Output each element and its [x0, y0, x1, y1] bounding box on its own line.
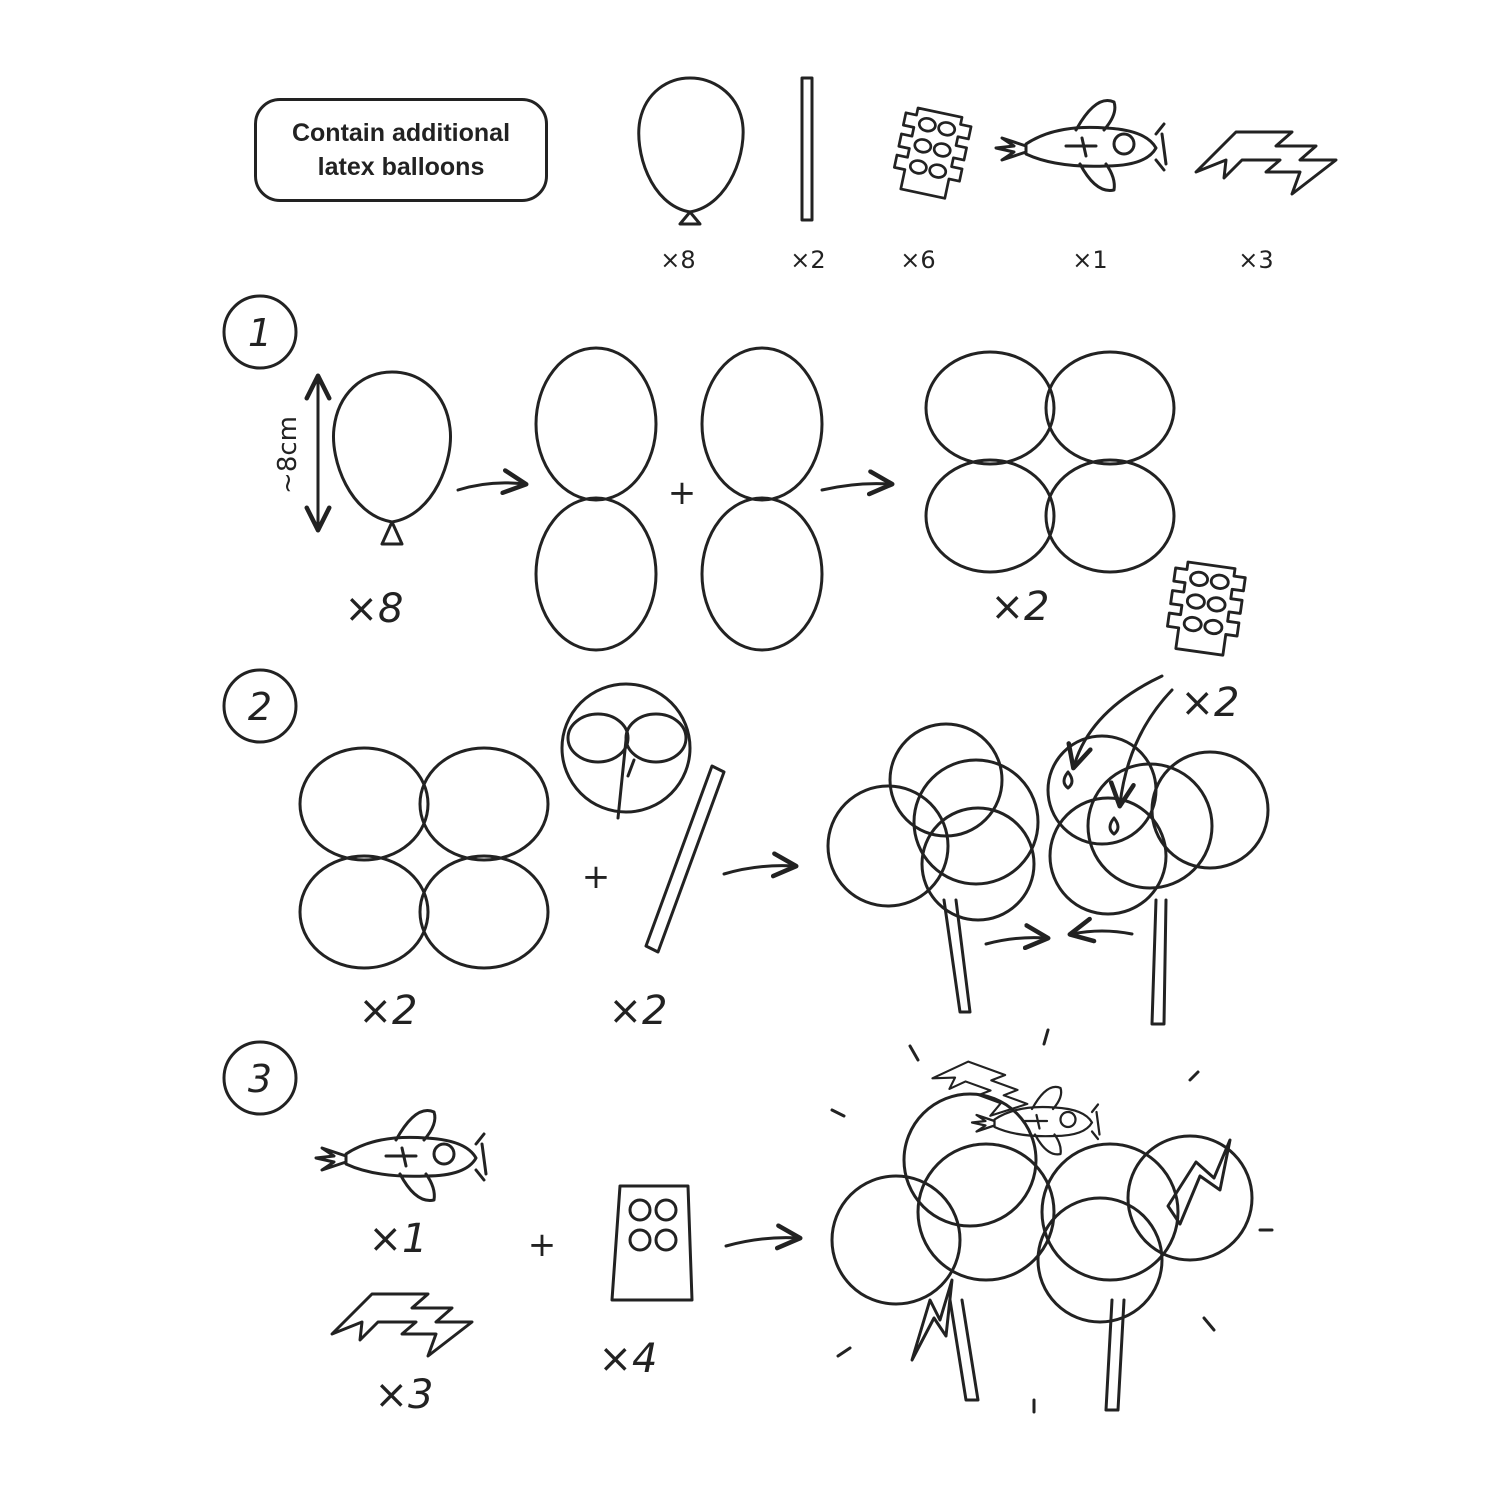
- additional-balloons-note: Contain additional latex balloons: [254, 98, 548, 202]
- lightning-icon: [330, 1292, 474, 1358]
- step-3-glue-qty: ×4: [599, 1336, 658, 1382]
- balloon-pair-bottom: [534, 496, 658, 652]
- step-2-number: 2: [248, 685, 272, 729]
- arrow: [1108, 688, 1174, 809]
- part-stick: ×2: [790, 76, 826, 274]
- glue-dots-icon: [888, 104, 974, 202]
- step-3-number: 3: [248, 1057, 272, 1101]
- step-3-lightning-qty: ×3: [375, 1372, 434, 1418]
- part-stick-qty: ×2: [790, 246, 825, 274]
- balloon-pair-top: [700, 346, 824, 502]
- arrow: [724, 1223, 803, 1251]
- balloon-icon: [332, 370, 452, 546]
- glue-dots-icon: [610, 1184, 694, 1302]
- balloon-cluster-right: [1046, 734, 1270, 1026]
- airplane-icon: [314, 1109, 488, 1202]
- arrow: [984, 923, 1051, 951]
- step-2-badge: [222, 668, 298, 744]
- plus-sign: +: [528, 1225, 557, 1265]
- plus-sign: +: [582, 857, 611, 897]
- balloon-clover: [924, 350, 1176, 574]
- part-glue-dots: ×6: [888, 104, 974, 274]
- step-3-badge: [222, 1040, 298, 1116]
- size-label: ~8cm: [273, 416, 303, 494]
- part-lightning: ×3: [1194, 130, 1338, 274]
- step-2-sticks-qty: ×2: [609, 988, 668, 1034]
- step-3-airplane-qty: ×1: [369, 1216, 428, 1262]
- part-balloon-qty: ×8: [660, 246, 695, 274]
- step-2: 2 ×2 + ×2: [222, 558, 1270, 1034]
- step-1-balloons-qty: ×8: [345, 586, 404, 632]
- balloon-pair-bottom: [700, 496, 824, 652]
- arrow: [1067, 916, 1134, 944]
- step-1-number: 1: [248, 311, 272, 355]
- detail-zoom-circle: [560, 682, 692, 820]
- airplane-icon: [994, 99, 1168, 192]
- sparkle-marks: [830, 1028, 1274, 1414]
- lightning-icon: [1194, 130, 1338, 196]
- step-3: 3 ×1 ×3 + ×4: [222, 1028, 1274, 1418]
- part-glue-dots-qty: ×6: [900, 246, 935, 274]
- balloon-pair-top: [534, 346, 658, 502]
- stick-icon: [644, 764, 726, 954]
- arrow: [820, 469, 895, 497]
- step-2-clovers-qty: ×2: [359, 988, 418, 1034]
- part-balloon: ×8: [637, 76, 745, 274]
- part-airplane-qty: ×1: [1072, 246, 1107, 274]
- part-lightning-qty: ×3: [1238, 246, 1273, 274]
- stick-icon: [800, 76, 814, 222]
- arrow: [722, 851, 799, 879]
- step-2-glue-qty: ×2: [1181, 680, 1240, 726]
- arrow: [456, 468, 529, 496]
- balloon-clover: [298, 746, 550, 970]
- part-airplane: ×1: [994, 99, 1168, 274]
- balloon-cluster-left: [826, 722, 1040, 1014]
- note-line-2: latex balloons: [317, 153, 485, 181]
- note-line-1: Contain additional: [291, 119, 511, 147]
- balloon-icon: [637, 76, 745, 226]
- step-1: 1 ~8cm ×8 + ×2: [222, 294, 1176, 652]
- step-1-badge: [222, 294, 298, 370]
- glue-dots-icon: [1163, 558, 1248, 659]
- plus-sign: +: [668, 473, 697, 513]
- step-1-result-qty: ×2: [991, 584, 1050, 630]
- arrow: [1066, 674, 1164, 771]
- final-balloon-topper: [830, 1050, 1254, 1412]
